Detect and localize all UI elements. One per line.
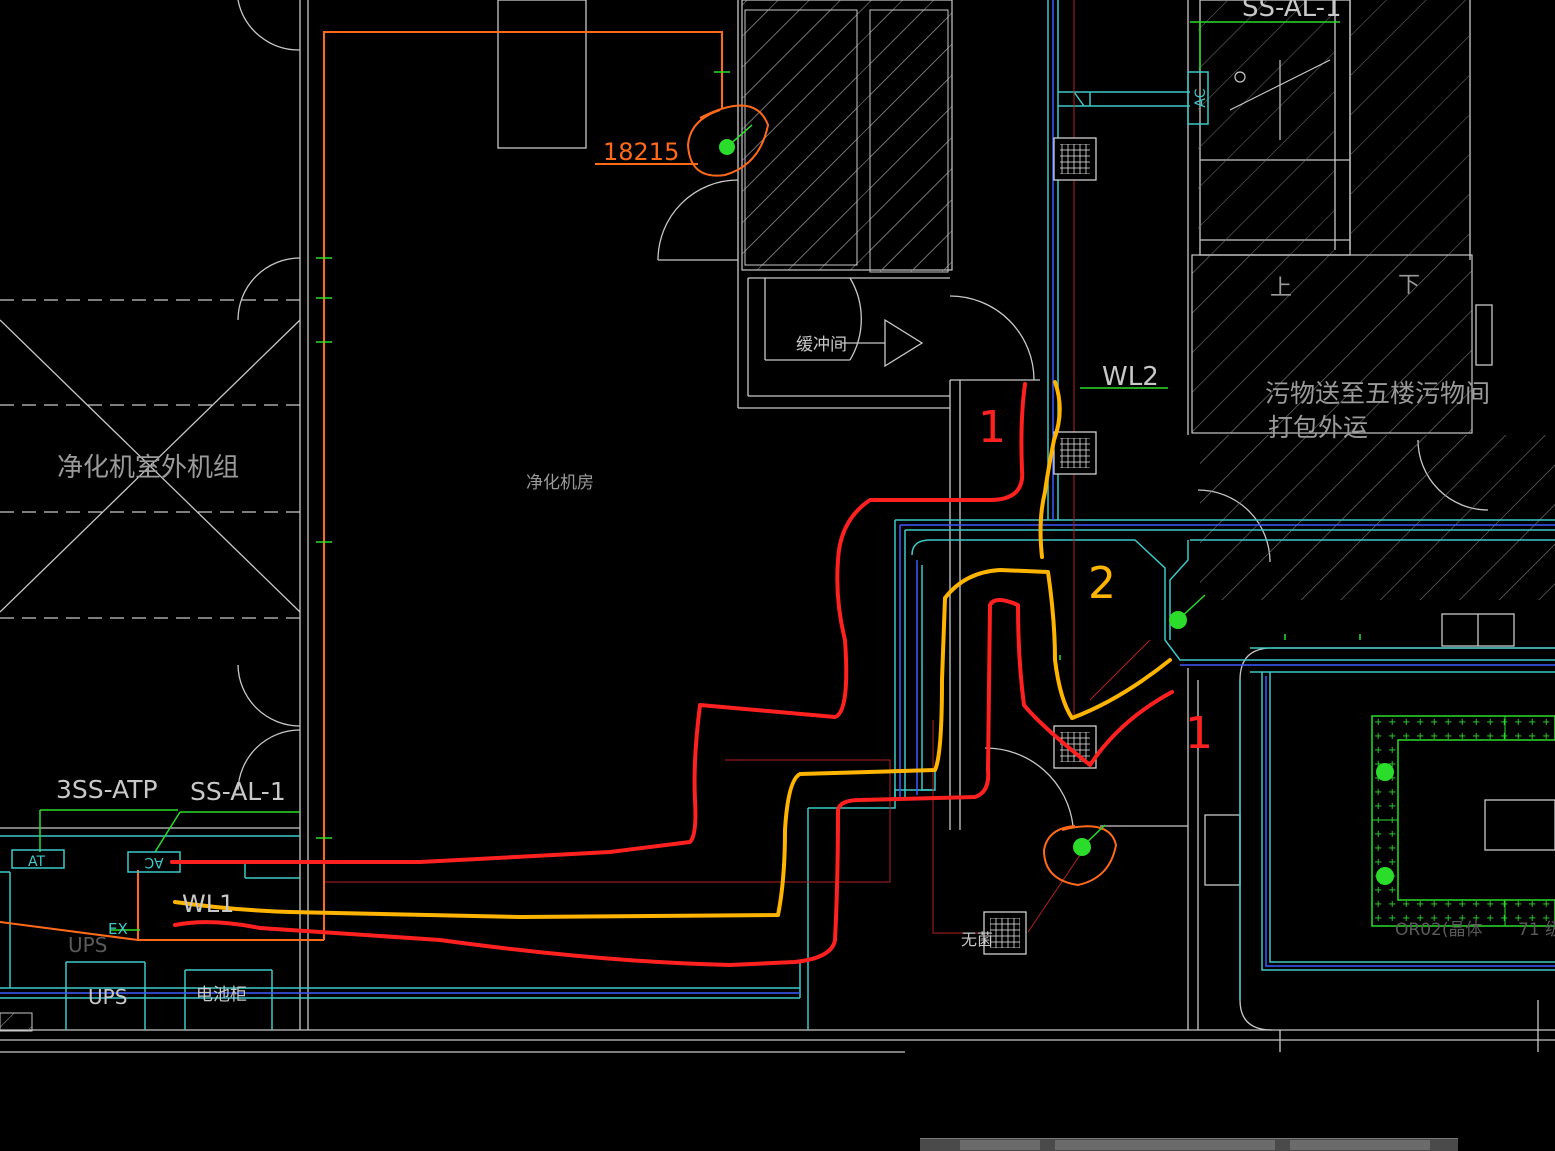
- wire-wl2-label: WL2: [1102, 362, 1159, 392]
- route-2-number: 2: [1088, 558, 1116, 609]
- status-bar-segment[interactable]: [1290, 1140, 1430, 1150]
- red-route-upper: [170, 382, 1027, 864]
- status-bar: [920, 1138, 1458, 1151]
- stair-arrows: [1229, 59, 1331, 140]
- panel-3ss-atp-label: 3SS-ATP: [56, 775, 158, 804]
- ups-box-label: UPS: [88, 985, 127, 1009]
- note-line-2: 打包外运: [1268, 413, 1368, 442]
- cad-text: 18215 缓冲间 WL2 SS-AL-1 AC 污物送至五楼污物间 打包外运 …: [28, 0, 1555, 1009]
- fixture-number-label: 18215: [603, 138, 679, 166]
- stair-up-label: 上: [1270, 276, 1292, 301]
- hatched-walls: [0, 0, 1555, 1032]
- yellow-route: [173, 568, 1172, 919]
- grille-icon: [1053, 137, 1097, 181]
- or02-label: OR02(晶体: [1395, 920, 1482, 940]
- ac-box-bottom-label: AC: [144, 854, 163, 870]
- route-1-upper-number: 1: [978, 402, 1006, 453]
- markup-yellow-routes: [173, 380, 1172, 919]
- fixture-dots: [719, 124, 1394, 885]
- red-route-lower: [173, 598, 1174, 967]
- ex-label: EX: [108, 920, 128, 938]
- thin-red-lines: [325, 0, 1151, 934]
- grille-icon: [1053, 725, 1097, 769]
- panel-ss-al-bottom-label: SS-AL-1: [190, 777, 286, 806]
- ups-ghost-label: UPS: [68, 933, 107, 957]
- status-bar-segment[interactable]: [1055, 1140, 1275, 1150]
- wire-wl1-label: WL1: [182, 890, 234, 918]
- yellow-route-vertical: [1038, 380, 1062, 559]
- buffer-room-label: 缓冲间: [796, 335, 847, 355]
- route-1-lower-number: 1: [1185, 708, 1213, 759]
- at-box[interactable]: [11, 849, 65, 869]
- blue-lines: [0, 0, 1555, 994]
- panel-ac-top-label: AC: [1193, 88, 1209, 107]
- grille-icon: [1053, 431, 1097, 475]
- stair-down-label: 下: [1398, 273, 1420, 298]
- sterile-label: 无菌: [961, 930, 993, 949]
- buffer-arrow: [842, 318, 924, 368]
- panel-ss-al-top-label: SS-AL-1: [1242, 0, 1342, 23]
- markup-numbers: 1 2 1: [978, 402, 1213, 759]
- green-ticks: [39, 21, 1361, 931]
- grille-icon: [983, 911, 1027, 955]
- or02-frame: [1371, 715, 1555, 927]
- ac-box-top[interactable]: [1187, 71, 1209, 125]
- status-bar-segment[interactable]: [960, 1140, 1040, 1150]
- class-71-label: 71 级: [1518, 920, 1555, 940]
- outdoor-unit-room-label: 净化机室外机组: [57, 453, 239, 483]
- purifier-room-label: 净化机房: [526, 473, 594, 493]
- markup-red-routes: [170, 382, 1174, 967]
- light-fixture-icon: [1376, 867, 1394, 885]
- air-grilles: [983, 137, 1097, 955]
- light-fixture-icon: [1376, 763, 1394, 781]
- note-line-1: 污物送至五楼污物间: [1265, 379, 1490, 408]
- at-box-label: AT: [28, 854, 45, 870]
- battery-box-label: 电池柜: [196, 985, 247, 1005]
- cad-orange-route: [0, 31, 1118, 941]
